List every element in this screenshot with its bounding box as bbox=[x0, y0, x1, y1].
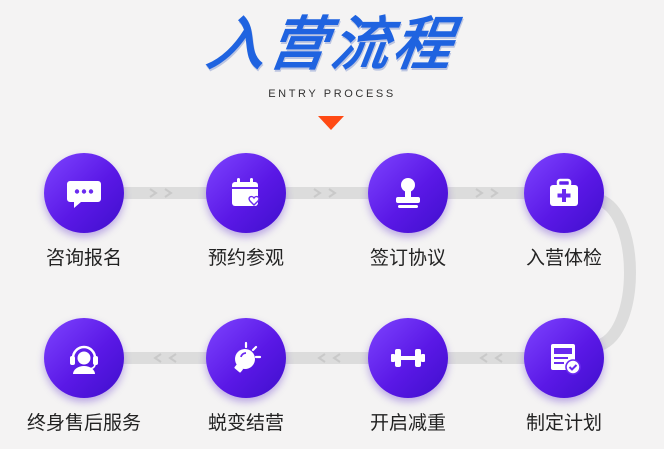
down-arrow-icon bbox=[318, 116, 344, 130]
step-medical-check: 入营体检 bbox=[489, 153, 639, 270]
step-label: 签订协议 bbox=[369, 247, 446, 269]
step-make-plan: 制定计划 bbox=[489, 318, 639, 435]
step-icon-circle bbox=[524, 318, 604, 398]
step-consult-register: 咨询报名 bbox=[9, 153, 159, 270]
dumbbell-icon bbox=[391, 349, 425, 367]
step-icon-circle bbox=[206, 318, 286, 398]
step-label: 预约参观 bbox=[207, 247, 284, 269]
step-transform-graduate: 蜕变结营 bbox=[171, 318, 321, 435]
plan-check-icon bbox=[551, 344, 581, 375]
step-label: 终身售后服务 bbox=[26, 412, 141, 434]
step-icon-circle bbox=[368, 153, 448, 233]
step-book-visit: 预约参观 bbox=[171, 153, 321, 270]
headset-user-icon bbox=[70, 345, 98, 374]
stamp-icon bbox=[396, 178, 420, 208]
step-label: 入营体检 bbox=[525, 247, 602, 269]
step-icon-circle bbox=[206, 153, 286, 233]
medical-kit-icon bbox=[550, 178, 578, 206]
chat-bubble-icon bbox=[67, 181, 101, 208]
page-subtitle: ENTRY PROCESS bbox=[268, 88, 396, 100]
step-sign-agreement: 签订协议 bbox=[333, 153, 483, 270]
step-start-weight-loss: 开启减重 bbox=[333, 318, 483, 435]
step-label: 咨询报名 bbox=[45, 247, 122, 269]
track-bend bbox=[597, 194, 636, 351]
light-bulb-icon bbox=[234, 341, 262, 373]
calendar-heart-icon bbox=[232, 178, 260, 206]
step-icon-circle bbox=[44, 318, 124, 398]
step-icon-circle bbox=[524, 153, 604, 233]
track-top-row bbox=[120, 187, 536, 199]
step-icon-circle bbox=[368, 318, 448, 398]
step-label: 开启减重 bbox=[369, 412, 446, 434]
step-label: 制定计划 bbox=[525, 412, 602, 434]
track-bottom-row bbox=[120, 352, 536, 364]
step-label: 蜕变结营 bbox=[207, 412, 284, 434]
step-icon-circle bbox=[44, 153, 124, 233]
step-lifetime-service: 终身售后服务 bbox=[9, 318, 159, 435]
